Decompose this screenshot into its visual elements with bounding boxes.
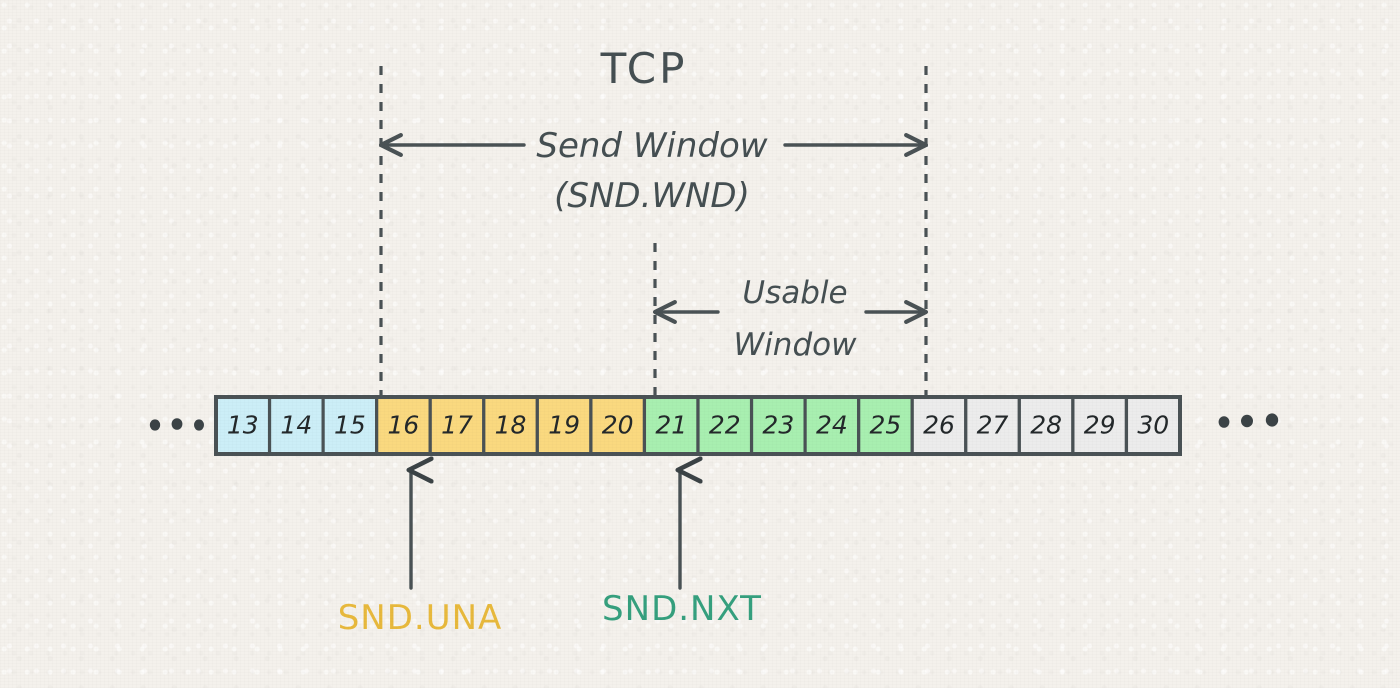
label-window: Window: [734, 327, 858, 363]
sequence-cell-label-27: 27: [977, 411, 1009, 440]
sequence-cell-label-17: 17: [441, 411, 473, 440]
sequence-cell-label-25: 25: [870, 411, 902, 440]
sequence-cell-label-20: 20: [602, 411, 634, 440]
sequence-cell-label-15: 15: [334, 411, 366, 440]
label-send-window: Send Window: [536, 126, 767, 166]
sequence-cell-label-26: 26: [923, 411, 955, 440]
ellipsis-right: [1218, 413, 1279, 428]
sequence-cell-label-16: 16: [388, 411, 420, 440]
sequence-cell-label-30: 30: [1137, 411, 1169, 440]
sequence-cell-label-19: 19: [548, 411, 580, 440]
title-tcp: TCP: [600, 44, 688, 93]
sequence-cell-label-22: 22: [709, 411, 741, 440]
sequence-cell-label-13: 13: [227, 411, 259, 440]
sequence-cell-label-28: 28: [1030, 411, 1062, 440]
sequence-number-strip: 13 14 15 16 17 18 19 20 21 22 23 24 25 26 27 28 29 30: [214, 395, 1182, 456]
label-usable: Usable: [742, 275, 847, 311]
sequence-cell-29[interactable]: [1071, 395, 1129, 456]
sequence-cell-17[interactable]: [428, 395, 486, 456]
sequence-cell-label-29: 29: [1084, 411, 1116, 440]
sequence-cell-15[interactable]: [321, 395, 379, 456]
strip-outer-border: [214, 395, 1182, 456]
label-snd-nxt: SND.NXT: [602, 589, 762, 629]
ellipsis-left: [149, 418, 204, 431]
label-snd-wnd: (SND.WND): [554, 176, 750, 216]
sequence-cell-label-21: 21: [655, 411, 687, 440]
label-snd-una: SND.UNA: [338, 598, 503, 638]
sequence-cell-label-23: 23: [762, 411, 794, 440]
sequence-cell-label-14: 14: [280, 411, 312, 440]
sequence-cell-label-24: 24: [816, 411, 848, 440]
sequence-cell-label-18: 18: [495, 411, 527, 440]
sequence-cell-28[interactable]: [1017, 395, 1075, 456]
